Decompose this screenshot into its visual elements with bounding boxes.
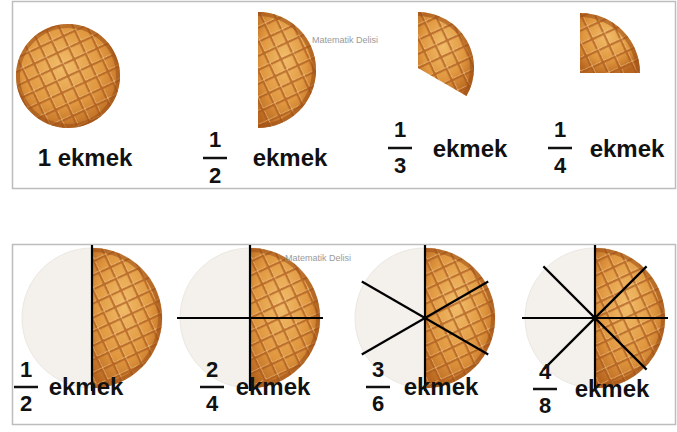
- remaining-half: [425, 248, 495, 388]
- bread-crumb: [258, 12, 316, 128]
- numerator: 1: [209, 129, 221, 151]
- numerator: 1: [20, 359, 32, 381]
- denominator: 3: [394, 155, 406, 177]
- watermark: Matematik Delisi: [285, 254, 351, 263]
- bread-crust: [16, 24, 120, 128]
- whole-bread: [16, 24, 120, 128]
- bread-pattern: [258, 12, 316, 128]
- half-bread: [258, 12, 316, 128]
- cut-line: [177, 317, 323, 319]
- bottom-panel: [13, 245, 676, 425]
- quarter-bread: [580, 13, 640, 73]
- cut-line: [543, 266, 646, 369]
- bread-crumb: [418, 12, 474, 96]
- bread-pattern: [92, 248, 162, 388]
- fraction-bar: [203, 157, 227, 160]
- denominator: 4: [554, 155, 566, 177]
- numerator: 4: [539, 361, 551, 383]
- numerator: 1: [394, 119, 406, 141]
- denominator: 4: [206, 393, 218, 415]
- bread-crumb: [425, 248, 495, 388]
- bread-label: ekmek: [49, 375, 124, 399]
- fraction-bar: [388, 147, 412, 150]
- bread-pattern: [16, 24, 120, 128]
- bread-pattern: [580, 13, 640, 73]
- bread-crust: [580, 13, 640, 73]
- cut-line: [362, 282, 488, 355]
- numerator: 1: [554, 119, 566, 141]
- numerator: 2: [206, 359, 218, 381]
- denominator: 8: [539, 395, 551, 417]
- cut-line: [91, 245, 93, 391]
- remaining-half: [92, 248, 162, 388]
- third-bread: [418, 12, 474, 96]
- bread-label: ekmek: [253, 146, 328, 170]
- denominator: 2: [20, 393, 32, 415]
- top-panel: [13, 2, 676, 189]
- cut-line: [362, 282, 488, 355]
- bread-crust: [92, 248, 162, 388]
- fraction-bar: [533, 388, 557, 391]
- watermark: Matematik Delisi: [312, 36, 378, 45]
- bread-pattern: [418, 12, 474, 96]
- numerator: 3: [372, 359, 384, 381]
- fraction-bar: [14, 386, 38, 389]
- bread-label: 1 ekmek: [38, 146, 133, 170]
- bread-label: ekmek: [433, 137, 508, 161]
- denominator: 2: [209, 165, 221, 187]
- bread-label: ekmek: [236, 375, 311, 399]
- bread-crust: [418, 12, 474, 96]
- bread-label: ekmek: [590, 137, 665, 161]
- fraction-bar: [200, 386, 224, 389]
- bread-label: ekmek: [404, 375, 479, 399]
- bread-crumb: [580, 13, 640, 73]
- bread-label: ekmek: [575, 377, 650, 401]
- bread-crust: [425, 248, 495, 388]
- bread-crust: [258, 12, 316, 128]
- fraction-bar: [548, 147, 572, 150]
- bread-crumb: [16, 24, 120, 128]
- bread-pattern: [425, 248, 495, 388]
- fraction-bar: [366, 386, 390, 389]
- denominator: 6: [372, 393, 384, 415]
- bread-crumb: [92, 248, 162, 388]
